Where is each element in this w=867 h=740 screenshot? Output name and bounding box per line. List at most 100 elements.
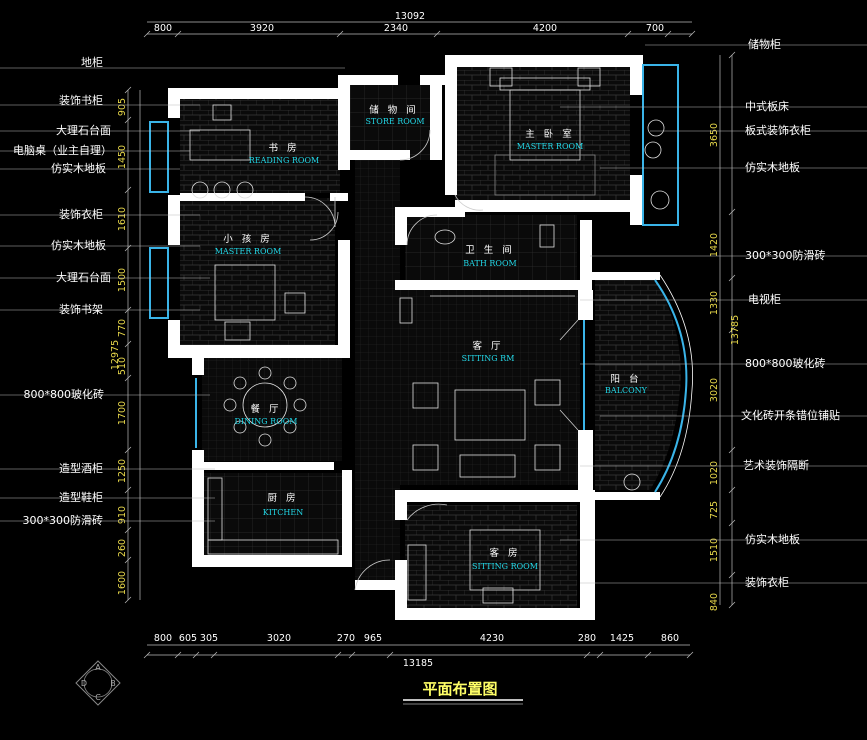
left-dim: 1500 (117, 268, 128, 292)
room-label-en: MASTER ROOM (215, 247, 282, 256)
left-dim: 1600 (117, 571, 128, 595)
bed-head (499, 77, 591, 91)
counter (207, 539, 339, 555)
right-dims: 3650 1420 1330 3020 1020 725 1510 840 13… (709, 123, 741, 611)
dimension-tick (688, 30, 696, 38)
bottom-dim: 860 (661, 633, 679, 644)
room-label-en: KITCHEN (263, 508, 303, 517)
dimension-tick (433, 30, 441, 38)
room-label-en: MASTER ROOM (517, 142, 584, 151)
room-label-cn: 厨 房 (267, 492, 298, 504)
room-label-en: BALCONY (605, 386, 648, 395)
wall (395, 608, 595, 620)
door (454, 194, 484, 211)
basin (434, 229, 456, 245)
room-label-cn: 阳 台 (610, 373, 641, 385)
wall (630, 55, 643, 95)
chair (293, 398, 307, 412)
chair (212, 104, 232, 121)
child-room-floor (180, 198, 335, 348)
dimension-tick (728, 446, 736, 454)
plant (650, 190, 670, 210)
dining-table (242, 382, 288, 428)
dimension-tick (124, 116, 132, 124)
wall (395, 560, 407, 620)
top-dim: 700 (646, 23, 664, 34)
right-dim: 1510 (709, 538, 720, 562)
dimension-tick (210, 651, 218, 659)
dimension-tick (124, 446, 132, 454)
top-dim: 3920 (250, 23, 274, 34)
wall (395, 490, 595, 502)
bottom-dim: 965 (364, 633, 382, 644)
dimension-tick (583, 651, 591, 659)
right-dim: 725 (709, 501, 720, 519)
room-label-cn: 书 房 (268, 142, 299, 154)
bottom-dim: 605 (179, 633, 197, 644)
left-dim: 910 (117, 506, 128, 524)
door (354, 559, 391, 591)
bottom-dim: 1425 (610, 633, 634, 644)
dimension-tick (728, 486, 736, 494)
dimension-tick (728, 51, 736, 59)
dimension-tick (728, 208, 736, 216)
dimension-tick (174, 30, 182, 38)
wall (338, 240, 350, 358)
left-label: 装饰书柜 (59, 93, 103, 107)
room-label-cn: 小 孩 房 (223, 233, 273, 245)
toilet (539, 224, 555, 248)
plant (623, 473, 641, 491)
wall (338, 100, 350, 170)
bed (469, 529, 541, 591)
right-label: 800*800玻化砖 (745, 356, 826, 370)
bottom-dims: 800 605 305 3020 270 965 4230 280 1425 8… (154, 633, 679, 669)
dimension-tick (124, 556, 132, 564)
left-label: 造型鞋柜 (59, 490, 103, 504)
room-label-cn: 客 房 (489, 547, 520, 559)
balcony-window (654, 279, 688, 493)
left-label: 仿实木地板 (51, 238, 106, 252)
armchair (412, 382, 439, 409)
dimension-tick (728, 519, 736, 527)
balcony-rail (595, 274, 693, 498)
compass-letter: A (95, 663, 101, 672)
wall (350, 150, 410, 160)
stool (191, 181, 209, 199)
wall (590, 492, 660, 500)
dimension-tick (143, 651, 151, 659)
stool (236, 181, 254, 199)
wall (445, 55, 643, 67)
right-label: 板式装饰衣柜 (745, 123, 811, 137)
living-room-floor (400, 290, 580, 485)
dimension-tick (644, 651, 652, 659)
room-label-en: SITTING ROOM (472, 562, 538, 571)
right-dim: 3020 (709, 378, 720, 402)
wall (168, 88, 348, 99)
left-annotations: 地柜 装饰书柜 大理石台面 电脑桌（业主自理） 仿实木地板 装饰衣柜 仿实木地板… (13, 56, 112, 527)
chair (233, 376, 247, 390)
wall (192, 450, 204, 565)
left-label: 大理石台面 (56, 123, 111, 137)
kitchen-floor (202, 473, 342, 558)
armchair (534, 444, 561, 471)
furniture (189, 67, 670, 604)
plant (647, 119, 665, 137)
dimension-tick (124, 186, 132, 194)
drawing-title: 平面布置图 (422, 680, 497, 698)
wall (192, 555, 352, 567)
nightstand (489, 67, 513, 87)
room-floors (180, 65, 681, 610)
left-dim: 1450 (117, 145, 128, 169)
wall (580, 500, 595, 620)
wall (445, 55, 457, 195)
bottom-dim: 4230 (480, 633, 504, 644)
room-label-cn: 储 物 间 (369, 104, 419, 116)
chair (258, 433, 272, 447)
right-annotations: 储物柜 中式板床 板式装饰衣柜 仿实木地板 300*300防滑砖 电视柜 800… (741, 37, 840, 589)
door (559, 409, 579, 431)
stool (213, 181, 231, 199)
store-room-floor (350, 85, 440, 160)
wall (204, 462, 334, 470)
left-label: 大理石台面 (56, 270, 111, 284)
dimension-tick (124, 596, 132, 604)
